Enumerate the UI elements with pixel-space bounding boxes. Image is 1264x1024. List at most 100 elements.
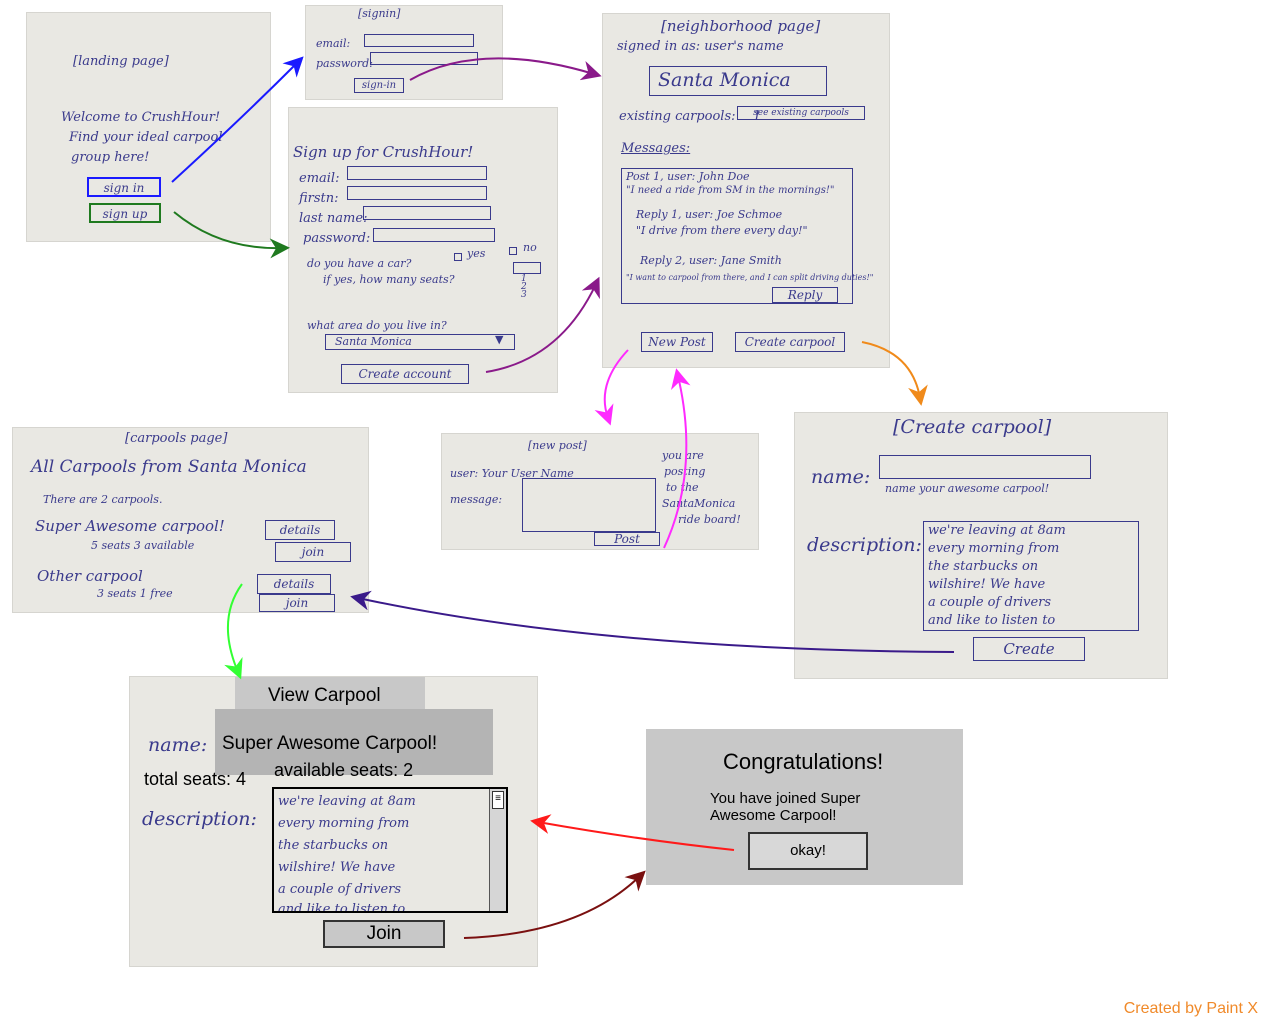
signin-submit-button[interactable]: sign-in: [354, 78, 404, 93]
area-select-value: Santa Monica: [335, 335, 412, 348]
new-post-note-1: you are: [662, 449, 704, 462]
congrats-message-2: Awesome Carpool!: [710, 807, 837, 824]
join-button[interactable]: Join: [323, 920, 445, 948]
message-thread: Post 1, user: John Doe "I need a ride fr…: [621, 168, 873, 304]
congratulations-dialog: Congratulations! You have joined Super A…: [646, 729, 963, 885]
post-button[interactable]: Post: [594, 532, 660, 546]
signup-password-field[interactable]: [373, 228, 495, 242]
description-scrollbar[interactable]: ≡: [489, 789, 506, 911]
signup-firstn-label: firstn:: [299, 191, 339, 206]
credit-text: Created by Paint X: [1123, 1000, 1258, 1017]
carpool-2-details-button[interactable]: details: [257, 574, 331, 594]
reply1-header: Reply 1, user: Joe Schmoe: [636, 208, 783, 221]
create-desc-line-1: we're leaving at 8am: [928, 523, 1066, 538]
car-yes-checkbox[interactable]: [454, 253, 462, 261]
neighborhood-page-sketch: [neighborhood page] signed in as: user's…: [602, 13, 890, 368]
landing-header: [landing page]: [73, 54, 169, 69]
existing-carpools-count: 1: [753, 109, 762, 124]
carpools-header: [carpools page]: [125, 431, 228, 446]
sign-in-button[interactable]: sign in: [87, 177, 161, 197]
messages-label: Messages:: [621, 141, 691, 156]
view-available-seats: available seats: 2: [274, 760, 414, 780]
car-yes-label: yes: [467, 247, 486, 260]
arrow-okay-to-view: [530, 814, 735, 851]
signup-lastname-field[interactable]: [363, 206, 491, 220]
congrats-title: Congratulations!: [723, 749, 884, 774]
seat-option-3: 3: [521, 290, 527, 300]
new-post-page-sketch: [new post] user: Your User Name message:…: [441, 433, 759, 550]
landing-welcome-2: Find your ideal carpool: [69, 130, 223, 145]
signup-email-field[interactable]: [347, 166, 487, 180]
landing-welcome-3: group here!: [71, 150, 150, 165]
signin-page-sketch: [signin] email: password: sign-in: [305, 5, 503, 100]
scroll-handle-icon[interactable]: ≡: [492, 791, 504, 809]
arrow-new-post: [594, 349, 629, 426]
create-account-button[interactable]: Create account: [341, 364, 469, 384]
arrow-details-to-view: [224, 583, 243, 680]
carpools-count: There are 2 carpools.: [43, 493, 163, 506]
signup-area-question: what area do you live in?: [307, 319, 447, 332]
neighborhood-header: [neighborhood page]: [661, 17, 821, 35]
post1-header: Post 1, user: John Doe: [626, 170, 750, 183]
view-name-value: Super Awesome Carpool!: [222, 733, 438, 754]
carpool-1-name: Super Awesome carpool!: [35, 517, 225, 535]
seat-option-1: 1: [521, 274, 527, 284]
create-desc-line-6: and like to listen to: [928, 613, 1056, 628]
reply1-body: "I drive from there every day!": [636, 224, 808, 237]
carpool-2-join-button[interactable]: join: [259, 594, 335, 612]
okay-button[interactable]: okay!: [748, 832, 868, 870]
create-name-field[interactable]: [879, 455, 1091, 479]
create-description-field[interactable]: we're leaving at 8am every morning from …: [923, 521, 1139, 631]
city-name: Santa Monica: [658, 69, 791, 91]
car-no-checkbox[interactable]: [509, 247, 517, 255]
arrow-join-to-congrats: [463, 870, 646, 939]
view-name-label: name:: [148, 734, 208, 756]
signin-email-field[interactable]: [364, 34, 474, 47]
signup-seats-question: if yes, how many seats?: [323, 273, 455, 286]
carpools-title: All Carpools from Santa Monica: [31, 457, 307, 477]
create-name-label: name:: [811, 466, 871, 488]
reply2-header: Reply 2, user: Jane Smith: [640, 254, 782, 267]
area-select[interactable]: [325, 334, 515, 350]
create-description-label: description:: [807, 534, 922, 556]
reply2-body: "I want to carpool from there, and I can…: [626, 273, 874, 282]
create-carpool-button[interactable]: Create carpool: [735, 332, 845, 352]
signup-password-label: password:: [303, 231, 371, 246]
carpool-1-details-button[interactable]: details: [265, 520, 335, 540]
signup-title: Sign up for CrushHour!: [293, 143, 474, 161]
carpools-page-sketch: [carpools page] All Carpools from Santa …: [12, 427, 369, 613]
seats-dropdown[interactable]: [513, 262, 541, 274]
sign-up-button[interactable]: sign up: [89, 203, 161, 223]
create-desc-line-5: a couple of drivers: [928, 595, 1052, 610]
create-desc-line-4: wilshire! We have: [928, 577, 1046, 592]
carpool-1-meta: 5 seats 3 available: [91, 539, 195, 552]
create-desc-line-2: every morning from: [928, 541, 1060, 556]
view-title-bg: [235, 677, 425, 711]
view-carpool-title: View Carpool: [268, 685, 381, 706]
signup-firstn-field[interactable]: [347, 186, 487, 200]
arrow-signup: [173, 211, 290, 259]
view-name-bg: [215, 709, 493, 775]
new-post-user: user: Your User Name: [450, 467, 574, 480]
car-no-label: no: [523, 241, 537, 254]
create-desc-line-3: the starbucks on: [928, 559, 1039, 574]
carpool-1-join-button[interactable]: join: [275, 542, 351, 562]
signed-in-as: signed in as: user's name: [617, 39, 784, 54]
view-desc-line-2: every morning from: [278, 816, 410, 831]
reply-button[interactable]: Reply: [772, 287, 838, 303]
view-desc-line-5: a couple of drivers: [278, 882, 402, 897]
arrow-create-carpool: [861, 341, 928, 406]
signin-header: [signin]: [358, 7, 401, 20]
view-desc-line-6: and like to listen to: [278, 902, 406, 913]
new-post-button[interactable]: New Post: [641, 332, 713, 352]
view-total-seats: total seats: 4: [144, 769, 247, 789]
arrow-signup-to-neighborhood: [485, 276, 600, 373]
new-post-message-field[interactable]: [522, 478, 656, 532]
post1-body: "I need a ride from SM in the mornings!": [626, 185, 835, 196]
see-existing-carpools-button[interactable]: see existing carpools: [737, 106, 865, 120]
signin-password-label: password:: [316, 57, 373, 70]
view-desc-line-1: we're leaving at 8am: [278, 794, 416, 809]
create-button[interactable]: Create: [973, 637, 1085, 661]
view-description-box: we're leaving at 8am every morning from …: [272, 787, 508, 913]
